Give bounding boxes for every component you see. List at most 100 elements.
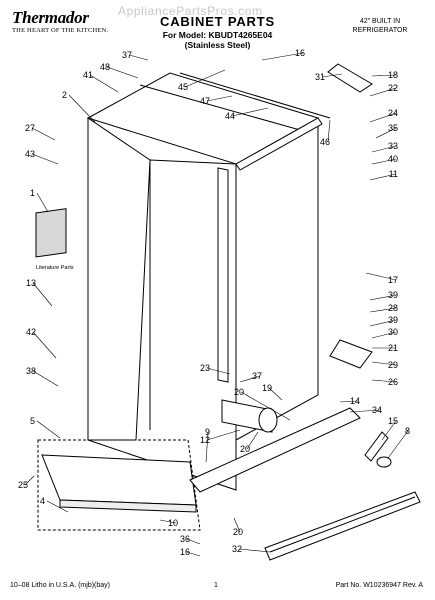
callout-number: 23 [200,363,210,373]
callout-number: 20 [240,444,250,454]
callout-leader [369,173,397,181]
model-variant: (Stainless Steel) [184,40,251,50]
callout-leader [36,192,49,213]
callout-47: 47 [200,95,233,106]
callout-number: 37 [122,50,132,60]
callout-leader [31,153,59,165]
brand-tagline: THE HEART OF THE KITCHEN. [12,27,109,34]
callout-15: 15 [381,416,398,441]
callout-number: 40 [388,154,398,164]
callout-leader [46,500,69,513]
callout-number: 16 [180,547,190,557]
callout-number: 41 [83,70,93,80]
base-pan-lip [59,499,197,513]
callout-number: 8 [405,426,410,436]
callout-number: 26 [388,377,398,387]
callout-leader [231,107,269,117]
callout-leader [89,74,119,93]
callout-number: 21 [388,343,398,353]
callout-37: 37 [239,371,262,383]
callout-10: 10 [159,518,178,528]
callout-32: 32 [232,544,271,554]
callout-leader [159,519,177,524]
callout-number: 18 [388,70,398,80]
callout-43: 43 [25,149,59,165]
callout-39: 39 [369,290,398,301]
callout-leader [233,517,241,533]
callout-29: 29 [371,360,398,370]
callout-number: 10 [168,518,178,528]
callout-4: 4 [40,496,69,513]
callout-number: 46 [320,137,330,147]
callout-leader [371,361,397,366]
callout-21: 21 [372,343,398,353]
callout-16: 16 [261,48,305,61]
callout-1: 1 [30,188,49,213]
product-type: 42" BUILT IN REFRIGERATOR [335,17,425,35]
cabinet-front-left [87,164,237,491]
callout-18: 18 [371,70,398,80]
callout-leader [128,54,149,61]
callout-leader [106,66,139,79]
callout-20: 20 [234,387,291,421]
callout-number: 24 [388,108,398,118]
callout-11: 11 [369,169,398,181]
cabinet-top-rail [139,72,331,131]
callout-number: 13 [26,278,36,288]
callout-leader [261,52,304,61]
callout-number: 20 [234,387,244,397]
callout-number: 33 [388,141,398,151]
callout-number: 20 [233,527,243,537]
callout-leader [31,127,56,141]
callout-leader [371,74,397,77]
callout-26: 26 [371,377,398,387]
callout-44: 44 [225,107,269,121]
callout-leader [205,431,209,463]
callout-leader [381,420,397,441]
callout-leader [369,307,397,313]
callout-number: 19 [262,383,272,393]
callout-16: 16 [180,547,201,557]
callout-27: 27 [25,123,56,141]
callout-number: 47 [200,96,210,106]
callout-12: 12 [200,429,241,445]
callout-number: 38 [26,366,36,376]
product-type-line-1: 42" BUILT IN [359,18,401,25]
callout-45: 45 [178,69,226,92]
callout-number: 11 [389,169,398,179]
hinge-bracket-lower [329,339,373,369]
callout-46: 46 [320,119,331,147]
callout-30: 30 [371,327,398,339]
callout-number: 9 [205,427,210,437]
callout-number: 28 [388,303,398,313]
callout-leader [369,319,397,327]
callout-leader [32,370,59,387]
product-type-line-2: REFRIGERATOR [352,27,408,34]
callout-leader [206,95,233,102]
callout-17: 17 [365,272,398,285]
hinge-bracket-top [327,63,373,93]
callout-leader [184,69,226,88]
callout-leader [365,272,397,281]
callout-number: 1 [30,188,35,198]
callout-40: 40 [371,154,398,165]
callout-leader [268,387,283,401]
callout-leader [24,475,35,486]
callout-number: 44 [225,111,235,121]
callout-41: 41 [83,70,119,93]
callout-leader [32,282,53,307]
footer-part-number: Part No. W10236947 Rev. A [335,582,423,589]
callout-number: 37 [252,371,262,381]
callout-leader [327,119,331,143]
callout-leader [339,400,359,403]
base-pan-outline [37,439,201,531]
condenser-fan-ring [258,407,278,433]
callout-number: 31 [315,72,325,82]
callout-leader [238,548,271,553]
base-pan [41,454,197,506]
callout-leader [371,379,397,383]
callout-leader [387,430,409,459]
callout-number: 30 [388,327,398,337]
callout-leader [32,331,57,359]
